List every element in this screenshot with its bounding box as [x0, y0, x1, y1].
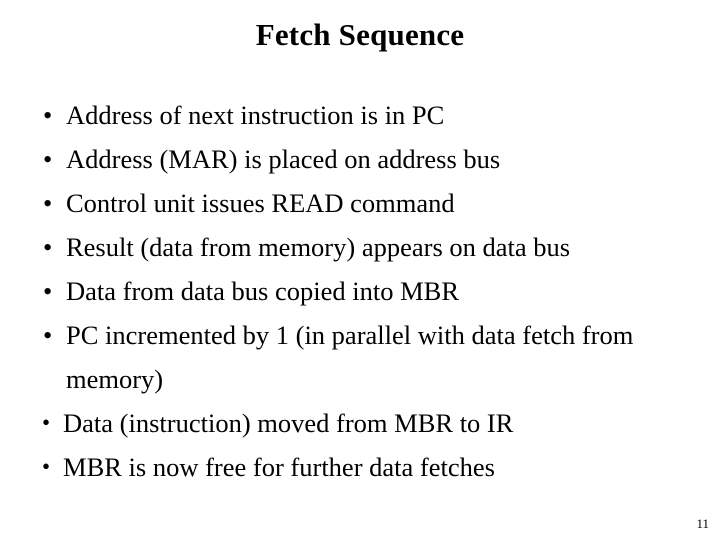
- bullet-dot-icon: •: [43, 100, 53, 130]
- list-item-label: MBR is now free for further data fetches: [63, 452, 495, 482]
- bullet-dot-icon: •: [43, 276, 53, 306]
- bullet-dot-icon: •: [43, 320, 53, 350]
- list-item: • Data from data bus copied into MBR: [38, 269, 698, 313]
- bullet-dot-icon: •: [43, 144, 53, 174]
- list-item: • MBR is now free for further data fetch…: [38, 445, 698, 489]
- bullet-list: • Address of next instruction is in PC •…: [38, 93, 698, 489]
- list-item-label: Result (data from memory) appears on dat…: [66, 232, 571, 262]
- list-item: • Address of next instruction is in PC: [38, 93, 698, 137]
- list-item-label: Control unit issues READ command: [66, 188, 455, 218]
- list-item: • Address (MAR) is placed on address bus: [38, 137, 698, 181]
- list-item: • Data (instruction) moved from MBR to I…: [38, 401, 698, 445]
- bullet-dot-icon: •: [42, 410, 51, 435]
- list-item-label: Data from data bus copied into MBR: [66, 276, 460, 306]
- list-item-label: Data (instruction) moved from MBR to IR: [63, 408, 514, 438]
- list-item: • PC incremented by 1 (in parallel with …: [38, 313, 698, 401]
- list-item: • Control unit issues READ command: [38, 181, 698, 225]
- list-item: • Result (data from memory) appears on d…: [38, 225, 698, 269]
- bullet-dot-icon: •: [42, 454, 51, 479]
- list-item-label: Address of next instruction is in PC: [66, 100, 445, 130]
- bullet-dot-icon: •: [43, 188, 53, 218]
- list-item-label: PC incremented by 1 (in parallel with da…: [66, 320, 634, 394]
- page-title: Fetch Sequence: [255, 17, 465, 52]
- bullet-dot-icon: •: [43, 232, 53, 262]
- slide-number: 11: [696, 516, 709, 531]
- list-item-label: Address (MAR) is placed on address bus: [66, 144, 501, 174]
